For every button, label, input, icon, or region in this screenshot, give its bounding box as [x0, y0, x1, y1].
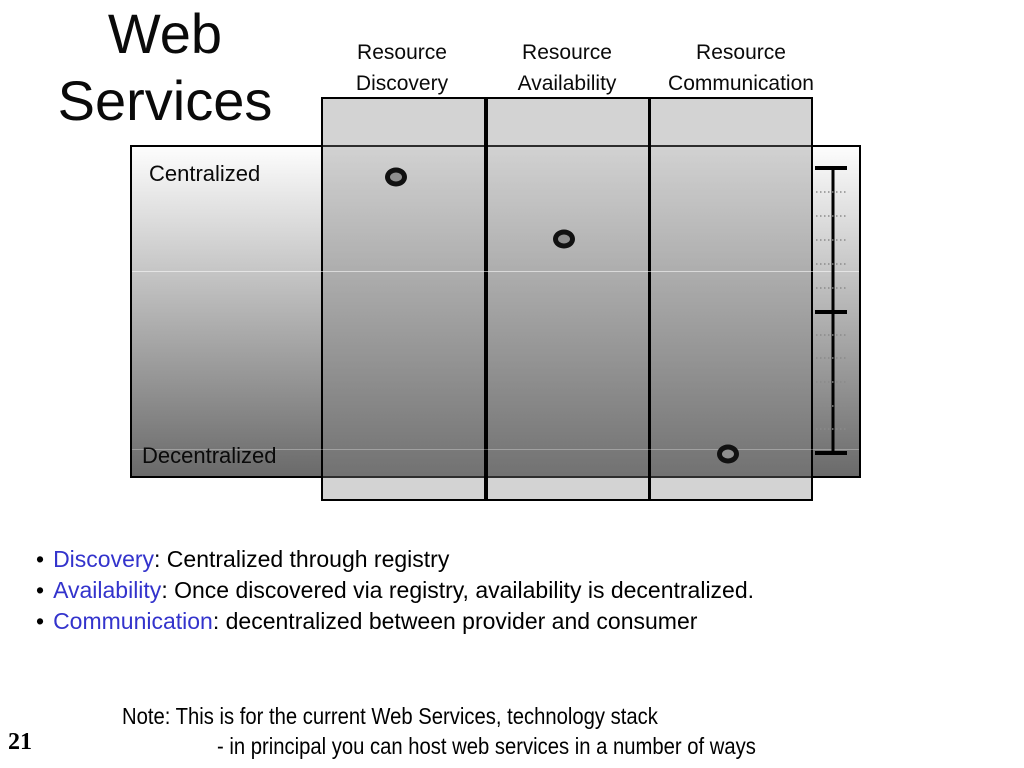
bullet-item-communication: • Communication: decentralized between pr… [36, 606, 754, 637]
bullet-term: Availability [53, 577, 162, 603]
centralization-matrix [130, 145, 861, 478]
bullet-term: Communication [53, 608, 213, 634]
marker-communication [717, 444, 739, 464]
slide-title: Web Services [40, 0, 290, 134]
column-header-discovery: Resource Discovery [316, 37, 488, 99]
header-line: Discovery [355, 72, 449, 95]
footnote-line1: Note: This is for the current Web Servic… [122, 703, 658, 729]
marker-availability [553, 229, 575, 249]
page-number: 21 [8, 729, 32, 755]
header-line: Resource [522, 41, 612, 64]
header-line: Availability [517, 72, 617, 95]
axis-label-centralized: Centralized [149, 161, 261, 186]
bullet-text: : Centralized through registry [154, 546, 450, 572]
bullet-icon: • [36, 577, 45, 603]
slide-title-line1: Web [107, 2, 223, 65]
footnote: Note: This is for the current Web Servic… [122, 701, 756, 761]
scale-ruler-icon [815, 166, 847, 455]
bullet-text: : decentralized between provider and con… [212, 608, 698, 634]
bullet-icon: • [36, 546, 45, 572]
column-header-availability: Resource Availability [481, 37, 653, 99]
slide-title-line2: Services [57, 69, 273, 132]
bullet-list: • Discovery: Centralized through registry… [36, 544, 754, 637]
marker-discovery [385, 167, 407, 187]
column-discovery [321, 97, 486, 501]
axis-label-decentralized: Decentralized [142, 443, 277, 468]
gradient-band-line [132, 271, 859, 272]
header-line: Resource [357, 41, 447, 64]
bullet-term: Discovery [53, 546, 155, 572]
footnote-line2: - in principal you can host web services… [217, 733, 756, 759]
bullet-text: : Once discovered via registry, availabi… [161, 577, 755, 603]
header-line: Communication [668, 72, 814, 95]
column-communication [649, 97, 813, 501]
bullet-icon: • [36, 608, 45, 634]
gradient-band-line [132, 449, 859, 450]
column-header-communication: Resource Communication [645, 37, 837, 99]
bullet-item-discovery: • Discovery: Centralized through registry [36, 544, 754, 575]
header-line: Resource [696, 41, 786, 64]
column-availability [486, 97, 650, 501]
bullet-item-availability: • Availability: Once discovered via regis… [36, 575, 754, 606]
